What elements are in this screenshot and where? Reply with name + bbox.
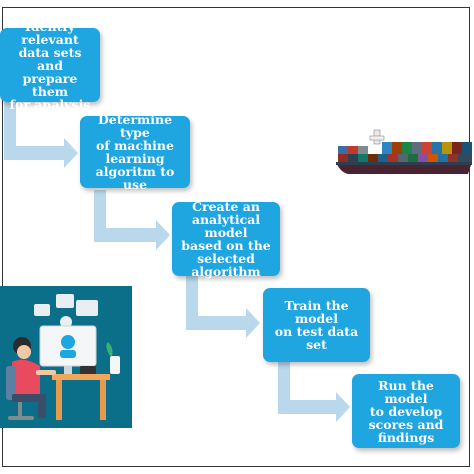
step-3-line: Create an (192, 199, 260, 214)
step-1-line: for analysis (9, 96, 91, 112)
step-4-box: Train the model on test data set (263, 288, 370, 362)
step-5-line: to develop (369, 403, 443, 419)
step-2-line: Determine type (97, 112, 173, 140)
step-3-line: based on the (181, 238, 271, 253)
step-3-line: analytical model (191, 212, 261, 240)
diagram-frame (2, 7, 470, 467)
data-analyst-image (0, 286, 132, 428)
step-2-line: of machine (96, 138, 174, 153)
step-2-box: Determine type of machine learning algor… (80, 113, 190, 191)
step-2-line: learning (105, 151, 165, 166)
step-5-box: Run the model to develop scores and find… (352, 374, 460, 448)
step-3-box: Create an analytical model based on the … (172, 200, 280, 278)
step-4-line: Train the model (284, 298, 349, 326)
step-3-line: algorithm (191, 264, 261, 279)
step-5-line: Run the model (378, 377, 434, 406)
step-3-line: selected (197, 251, 255, 266)
step-1-line: data sets and (18, 44, 82, 73)
step-3-text: Create an analytical model based on the … (176, 200, 276, 278)
step-1-line: prepare them (22, 70, 78, 99)
arrow-4-shape (278, 362, 350, 422)
step-4-line: on test data set (274, 324, 359, 352)
step-5-line: findings (377, 429, 435, 445)
step-2-text: Determine type of machine learning algor… (84, 113, 186, 191)
step-4-text: Train the model on test data set (267, 299, 366, 351)
container-ship-image (336, 129, 472, 174)
arrow-1-shape (4, 102, 78, 168)
step-1-box: Identfy relevant data sets and prepare t… (0, 20, 100, 111)
step-5-line: scores and (368, 416, 444, 432)
step-1-line: Identfy relevant (21, 18, 79, 47)
step-2-line: algoritm to use (95, 164, 175, 192)
arrow-3-shape (186, 276, 260, 338)
step-1-text: Identfy relevant data sets and prepare t… (4, 20, 96, 111)
step-5-text: Run the model to develop scores and find… (356, 379, 456, 444)
arrow-2-shape (94, 190, 170, 250)
container-stack (338, 142, 472, 162)
